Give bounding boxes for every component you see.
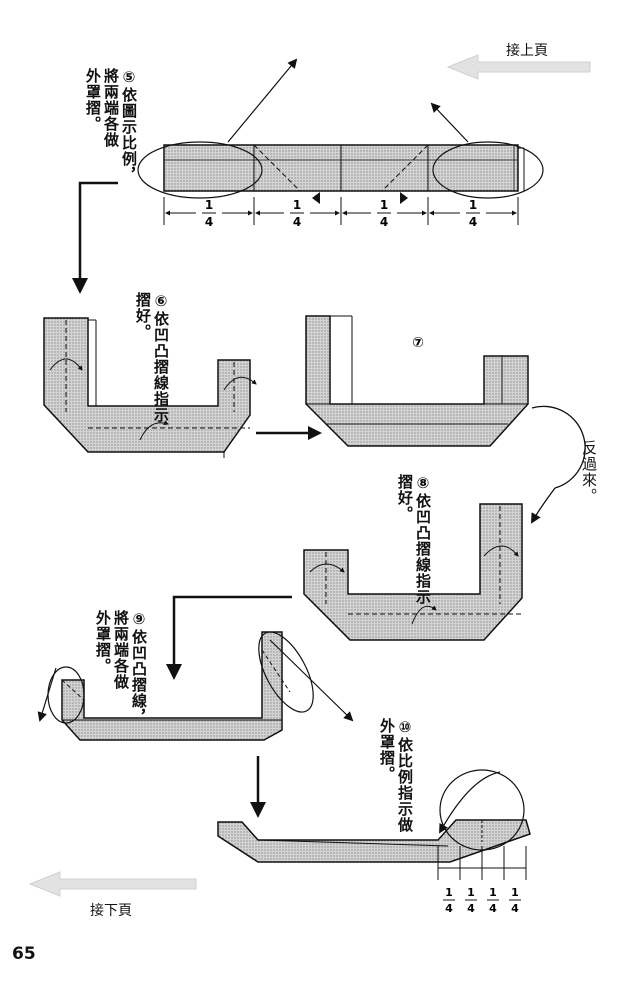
step9-text: 依凹凸摺線， 將兩端各做 外罩摺。: [94, 610, 148, 725]
arrow-step5-to-6: [72, 181, 118, 294]
step5-instruction: ⑤依圖示比例， 將兩端各做 外罩摺。: [84, 68, 138, 183]
step10-number: ⑩: [396, 718, 414, 737]
fraction-denominator: 4: [445, 902, 453, 915]
step8-number: ⑧: [414, 474, 432, 493]
step8-instruction: ⑧依凹凸摺線指示 摺好。: [396, 474, 432, 605]
fraction-denominator: 4: [293, 215, 301, 229]
arrow-step8-to-9: [166, 595, 292, 680]
step6-number: ⑥: [152, 292, 170, 311]
step10-instruction: ⑩依比例指示做 外罩摺。: [378, 718, 414, 833]
fraction-numerator: 1: [511, 886, 519, 899]
step6-figure: [43, 317, 257, 458]
step7-number: ⑦: [412, 335, 424, 351]
fraction-numerator: 1: [380, 198, 388, 212]
flip-over-label: 反過來。: [580, 440, 598, 504]
fraction-numerator: 1: [469, 198, 477, 212]
fraction-numerator: 1: [489, 886, 497, 899]
page-number: 65: [12, 944, 36, 964]
step5-fraction-labels: 1 4 1 4 1 4 1 4: [202, 198, 480, 229]
step6-text: 依凹凸摺線指示 摺好。: [134, 292, 170, 423]
step7-figure: [305, 315, 529, 447]
step10-figure: [217, 769, 531, 880]
fraction-denominator: 4: [205, 215, 213, 229]
prev-page-arrow[interactable]: [446, 54, 591, 80]
arrow-step6-to-7: [256, 426, 322, 440]
step5-text: 依圖示比例， 將兩端各做 外罩摺。: [84, 68, 138, 183]
step9-figure: [37, 631, 354, 741]
fraction-numerator: 1: [205, 198, 213, 212]
step6-instruction: ⑥依凹凸摺線指示 摺好。: [134, 292, 170, 423]
fraction-denominator: 4: [489, 902, 497, 915]
step5-number: ⑤: [120, 68, 138, 87]
fraction-denominator: 4: [467, 902, 475, 915]
step9-instruction: ⑨依凹凸摺線， 將兩端各做 外罩摺。: [94, 610, 148, 725]
step8-text: 依凹凸摺線指示 摺好。: [396, 474, 432, 605]
next-page-link[interactable]: 接下頁: [90, 903, 132, 919]
fraction-denominator: 4: [511, 902, 519, 915]
step9-number: ⑨: [130, 610, 148, 629]
step10-fraction-labels: 1 4 1 4 1 4 1 4: [443, 886, 521, 915]
fraction-numerator: 1: [445, 886, 453, 899]
prev-page-link[interactable]: 接上頁: [506, 43, 548, 59]
fraction-denominator: 4: [380, 215, 388, 229]
next-page-arrow[interactable]: [28, 871, 197, 897]
step8-figure: [303, 503, 523, 641]
flip-over-arrow: [530, 405, 586, 524]
step5-figure: [137, 58, 544, 225]
fraction-numerator: 1: [467, 886, 475, 899]
arrow-step9-to-10: [250, 756, 266, 818]
fraction-denominator: 4: [469, 215, 477, 229]
fraction-numerator: 1: [293, 198, 301, 212]
step10-text: 依比例指示做 外罩摺。: [378, 718, 414, 833]
